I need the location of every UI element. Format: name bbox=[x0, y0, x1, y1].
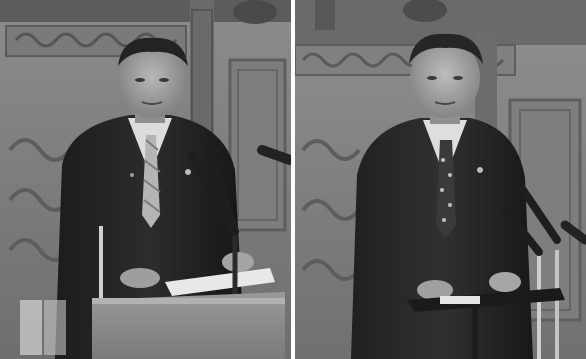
ornament-object bbox=[403, 0, 447, 22]
speaker-face bbox=[410, 38, 480, 118]
water-glass bbox=[20, 300, 42, 355]
hair bbox=[118, 37, 188, 66]
upper-molding bbox=[0, 0, 291, 22]
speech-papers bbox=[165, 268, 275, 296]
photo-right bbox=[295, 0, 586, 359]
tie bbox=[436, 140, 456, 238]
tie bbox=[142, 135, 160, 228]
hand-right bbox=[222, 252, 254, 272]
photo-left bbox=[0, 0, 291, 359]
wall-panel bbox=[228, 58, 287, 232]
lectern-stand bbox=[407, 288, 565, 312]
photo-right-illustration bbox=[295, 0, 586, 359]
microphone-1 bbox=[503, 208, 543, 256]
photo-left-illustration bbox=[0, 0, 291, 359]
panel-divider bbox=[291, 0, 295, 359]
hair bbox=[409, 33, 483, 64]
microphone-3 bbox=[560, 220, 586, 245]
lapel-pin bbox=[477, 167, 483, 173]
hand-left bbox=[120, 268, 160, 288]
speaker-face bbox=[119, 42, 185, 118]
carved-ornament bbox=[14, 32, 178, 48]
ornament-object bbox=[233, 0, 277, 24]
lapel-pin bbox=[185, 169, 191, 175]
speech-papers bbox=[440, 296, 480, 304]
microphone-2 bbox=[204, 144, 239, 236]
podium bbox=[92, 292, 285, 359]
microphone-3 bbox=[257, 145, 291, 165]
hand-left bbox=[417, 280, 453, 300]
hand-right bbox=[489, 272, 521, 292]
microphone-2 bbox=[519, 186, 561, 244]
